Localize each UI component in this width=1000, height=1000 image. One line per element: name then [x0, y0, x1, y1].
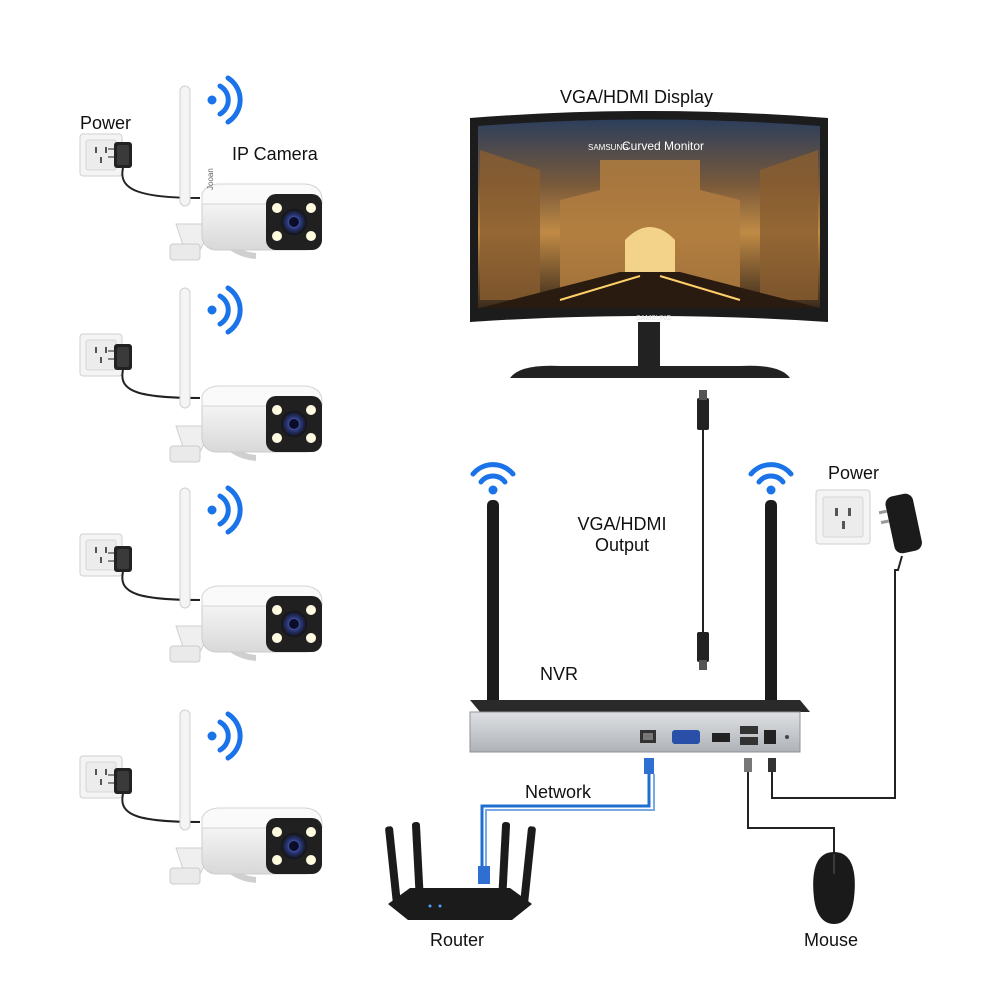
- nvr-power: [768, 489, 922, 799]
- mouse-icon: [813, 852, 855, 924]
- camera-row-2: [79, 285, 322, 462]
- output-label-line1: VGA/HDMI: [577, 514, 667, 534]
- ip-camera-icon: [170, 488, 322, 662]
- monitor-icon: SAMSUNG Curved Monitor SAMSUNG: [470, 111, 828, 378]
- display-label: VGA/HDMI Display: [560, 87, 714, 107]
- nvr-power-label: Power: [828, 463, 880, 483]
- router-icon: [385, 822, 536, 920]
- camera-power-label: Power: [80, 113, 132, 133]
- wifi-icon: [470, 462, 516, 495]
- nvr-icon: [469, 462, 810, 753]
- wifi-icon: [207, 285, 243, 335]
- camera-brand-1: Jooan: [206, 168, 215, 190]
- ip-camera-icon: [170, 86, 322, 260]
- wifi-icon: [207, 485, 243, 535]
- ethernet-cable-icon: [478, 758, 655, 884]
- mouse-cable: [744, 758, 835, 856]
- camera-row-3: [79, 485, 322, 662]
- ip-camera-label: IP Camera: [232, 144, 318, 164]
- output-label-line2: Output: [594, 535, 650, 555]
- power-adapter-icon: [878, 493, 922, 554]
- hdmi-cable-icon: [697, 390, 709, 670]
- mouse-label: Mouse: [804, 930, 859, 950]
- bezel-brand: SAMSUNG: [636, 315, 671, 322]
- nvr-label: NVR: [540, 664, 579, 684]
- ip-camera-icon: [170, 288, 322, 462]
- ip-camera-icon: [170, 710, 322, 884]
- wifi-icon: [748, 462, 794, 495]
- router-label: Router: [430, 930, 485, 950]
- camera-row-1: [79, 75, 322, 260]
- screen-brand: SAMSUNG: [588, 143, 628, 152]
- camera-row-4: [79, 710, 322, 884]
- wifi-icon: [207, 75, 243, 125]
- screen-title: Curved Monitor: [622, 139, 704, 153]
- wifi-icon: [207, 711, 243, 761]
- network-label: Network: [525, 782, 592, 802]
